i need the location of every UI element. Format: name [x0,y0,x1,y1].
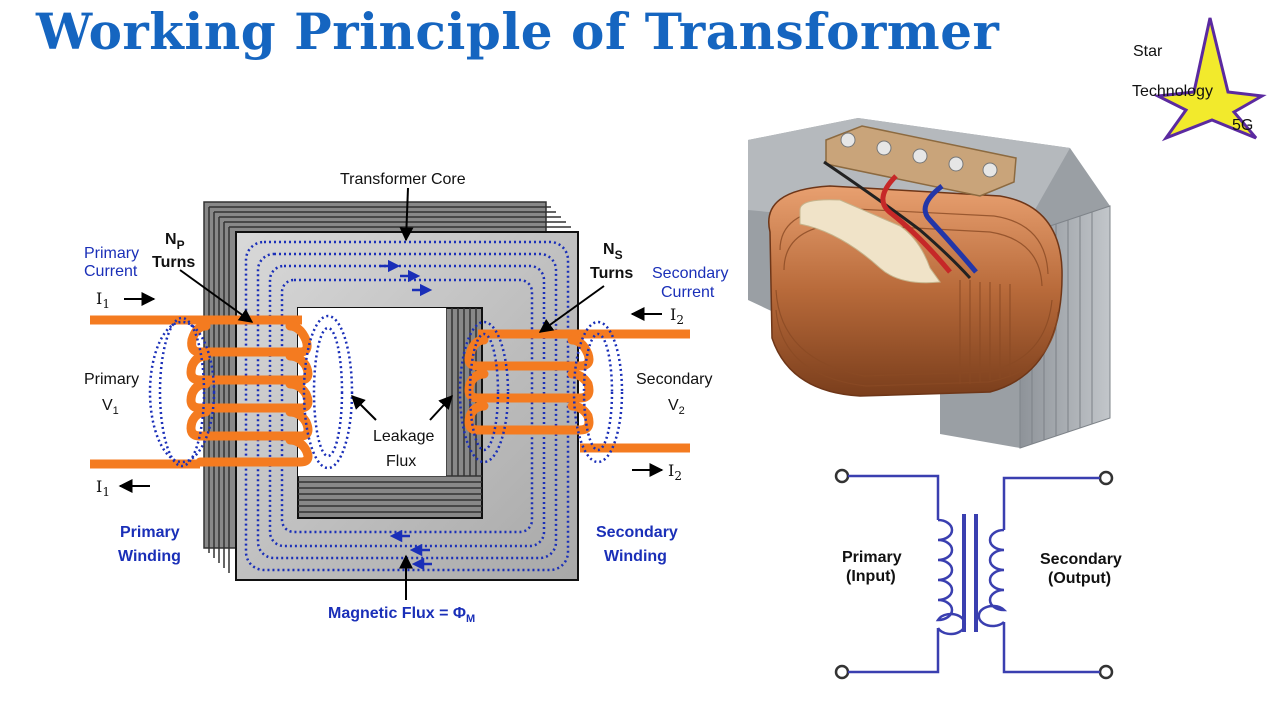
schematic-secondary-line1: Secondary [1040,551,1122,568]
primary-current-line1: Primary [84,245,139,262]
schematic-secondary-line2: (Output) [1048,570,1111,587]
secondary-current-line2: Current [661,284,715,301]
star-technology-logo: Star Technology 5G [1132,17,1267,142]
leakage-flux-line2: Flux [386,453,416,470]
i2-top-label: I2 [670,305,684,327]
v1-label: V1 [102,397,119,417]
secondary-current-line1: Secondary [652,265,729,282]
secondary-winding-line1: Secondary [596,524,678,541]
primary-voltage-label: Primary [84,371,139,388]
schematic-primary-line2: (Input) [846,568,896,585]
secondary-winding-line2: Winding [604,548,667,565]
flux-direction-arrows [380,259,433,571]
logo-line3: 5G [1232,117,1253,134]
np-turns-label: Turns [152,254,195,271]
primary-winding [90,315,313,469]
v2-label: V2 [668,397,685,417]
transformer-schematic [834,468,1114,680]
secondary-voltage-label: Secondary [636,371,713,388]
logo-line1: Star [1133,43,1163,60]
star-icon [1152,17,1267,142]
primary-winding-line2: Winding [118,548,181,565]
schematic-primary-line1: Primary [842,549,902,566]
magnetic-flux-label: Magnetic Flux = ΦM [328,605,475,625]
core-label: Transformer Core [340,171,466,188]
i2-bottom-label: I2 [668,461,682,483]
leakage-flux-line1: Leakage [373,428,434,445]
label-pointers [118,187,664,600]
page-title: Working Principle of Transformer [36,2,1000,61]
transformer-core [203,201,579,581]
primary-winding-line1: Primary [120,524,180,541]
i1-bottom-label: I1 [96,477,110,499]
logo-line2: Technology [1132,83,1213,100]
ns-label: NS [603,241,623,262]
i1-top-label: I1 [96,289,110,311]
np-label: NP [165,231,185,252]
leakage-flux-lines [148,314,624,470]
ns-turns-label: Turns [590,265,633,282]
primary-current-line2: Current [84,263,138,280]
transformer-3d-illustration [748,118,1111,449]
